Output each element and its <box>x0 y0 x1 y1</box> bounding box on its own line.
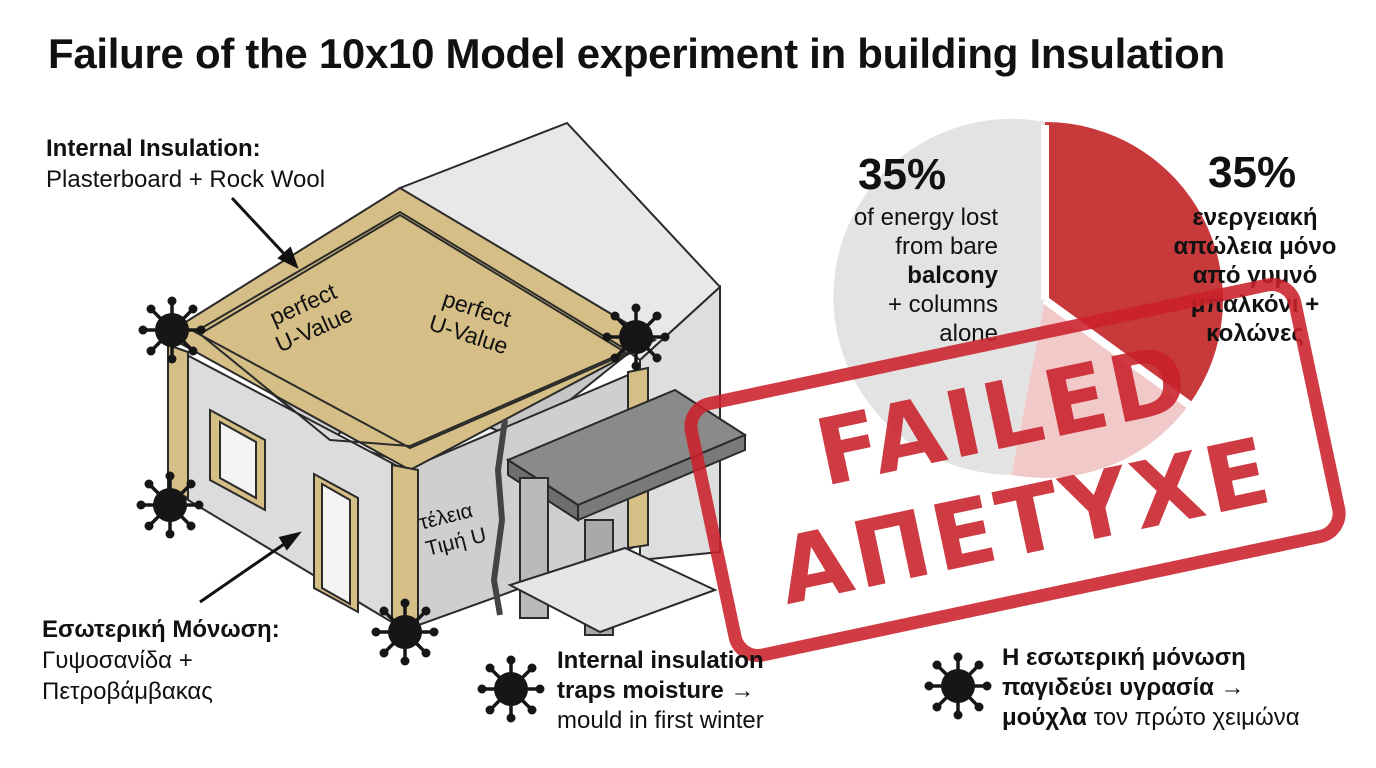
label-text: Γυψοσανίδα + <box>42 647 193 674</box>
moisture-note-gr: Η εσωτερική μόνωση παγιδεύει υγρασία → μ… <box>1002 643 1300 733</box>
note-line: παγιδεύει υγρασία → <box>1002 674 1245 701</box>
moisture-note-en: Internal insulation traps moisture → mou… <box>557 646 764 736</box>
caption-line: από γυμνό <box>1192 262 1318 289</box>
pie-slice-red <box>1045 122 1223 405</box>
caption-line: of energy lost <box>853 204 998 231</box>
mould-spore-icon <box>922 650 994 722</box>
note-line: mould in first winter <box>557 707 764 734</box>
caption-line: κολώνες <box>1206 320 1304 347</box>
caption-line: μπαλκόνι + <box>1190 291 1320 318</box>
label-heading: Εσωτερική Μόνωση: <box>42 616 280 643</box>
note-line: Internal insulation <box>557 647 764 674</box>
internal-insulation-label-gr: Εσωτερική Μόνωση: Γυψοσανίδα + Πετροβάμβ… <box>42 614 280 707</box>
label-heading: Internal Insulation: <box>46 135 261 162</box>
mould-spore-icon <box>136 294 208 366</box>
pie-right-caption: ενεργειακή απώλεια μόνο από γυμνό μπαλκό… <box>1150 203 1360 348</box>
balcony <box>505 388 748 636</box>
mould-spore-icon <box>600 301 672 373</box>
caption-line: from bare <box>895 233 998 260</box>
pie-left-percent: 35% <box>858 150 947 199</box>
pie-separator <box>1042 296 1192 408</box>
caption-line: ενεργειακή <box>1192 204 1318 231</box>
note-line-bold: μούχλα <box>1002 704 1087 731</box>
mould-spore-icon <box>369 596 441 668</box>
caption-line: απώλεια μόνο <box>1173 233 1337 260</box>
mould-spore-icon <box>134 469 206 541</box>
page-title: Failure of the 10x10 Model experiment in… <box>48 30 1225 77</box>
label-text: Πετροβάμβακας <box>42 678 213 705</box>
caption-line: balcony <box>907 262 998 289</box>
mould-spore-icon <box>475 653 547 725</box>
caption-line: alone <box>939 320 998 347</box>
pie-left-caption: of energy lost from bare balcony + colum… <box>820 203 998 348</box>
note-line: Η εσωτερική μόνωση <box>1002 644 1246 671</box>
caption-line: + columns <box>887 291 998 318</box>
energy-loss-pie <box>833 118 1223 478</box>
note-line-rest: τον πρώτο χειμώνα <box>1086 704 1300 731</box>
pie-slice-grey <box>833 118 1045 475</box>
pie-right-percent: 35% <box>1208 148 1297 197</box>
label-arrows <box>199 196 302 604</box>
label-text: Plasterboard + Rock Wool <box>46 166 326 193</box>
note-line: traps moisture → <box>557 677 755 704</box>
internal-insulation-label-en: Internal Insulation: Plasterboard + Rock… <box>46 133 325 195</box>
pie-slice-pink <box>1011 300 1189 478</box>
